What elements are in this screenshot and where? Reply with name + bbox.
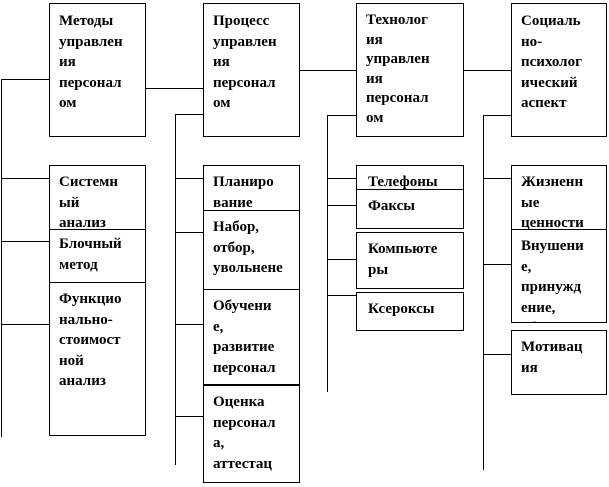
col4-item-3-box: Мотивац ия [511,330,607,395]
col4-header-box: Социаль но- психолог ический аспект [511,3,607,137]
col1-item-3-box: Функцио нально- стоимост ной анализ [49,282,146,436]
col1-item-1-text: Системн ый анализ [59,174,119,230]
col4-item-3-text: Мотивац ия [521,339,583,376]
col2-item-4-box: Оценка персонал а, аттестац [203,385,300,483]
col2-header-text: Процесс управлен ия персонал ом [213,13,277,111]
col3-item-2-text: Факсы [368,198,416,214]
col4-item-2-box: Внушени е, принужд ение, об [511,229,607,323]
col1-item-3-text: Функцио нально- стоимост ной анализ [59,291,122,389]
col3-item-4-text: Ксероксы [368,301,435,317]
col4-item-1-box: Жизненн ые ценности [511,165,607,231]
col4-header-text: Социаль но- психолог ический аспект [521,13,582,111]
col3-item-1-box: Телефоны [356,165,464,192]
col3-header-text: Технолог ия управлен ия персонал ом [366,12,430,126]
col1-item-1-box: Системн ый анализ [49,165,146,230]
col2-item-1-text: Планиро вание [213,174,274,211]
col3-item-3-box: Компьюте ры [356,232,464,289]
col3-item-3-text: Компьюте ры [368,241,438,278]
col4-item-2-text: Внушени е, принужд ение, об [521,238,584,322]
col3-header-box: Технолог ия управлен ия персонал ом [356,3,464,137]
col3-item-2-box: Факсы [356,189,464,229]
col2-header-box: Процесс управлен ия персонал ом [203,3,300,137]
col3-item-4-box: Ксероксы [356,292,464,331]
col3-item-1-text: Телефоны [368,174,438,190]
col2-item-4-text: Оценка персонал а, аттестац [213,394,276,472]
col1-header-box: Методы управлен ия персонал ом [49,3,146,137]
col1-item-2-box: Блочный метод [49,229,146,283]
col1-header-text: Методы управлен ия персонал ом [59,13,123,111]
col2-item-2-box: Набор, отбор, увольнене [203,210,300,290]
col2-item-3-box: Обучени е, развитие персонал [203,289,300,385]
col4-item-1-text: Жизненн ые ценности [521,174,584,231]
col1-item-2-text: Блочный метод [59,236,122,273]
col2-item-2-text: Набор, отбор, увольнене [213,219,283,276]
col2-item-3-text: Обучени е, развитие персонал [213,298,276,376]
col2-item-1-box: Планиро вание [203,165,300,212]
